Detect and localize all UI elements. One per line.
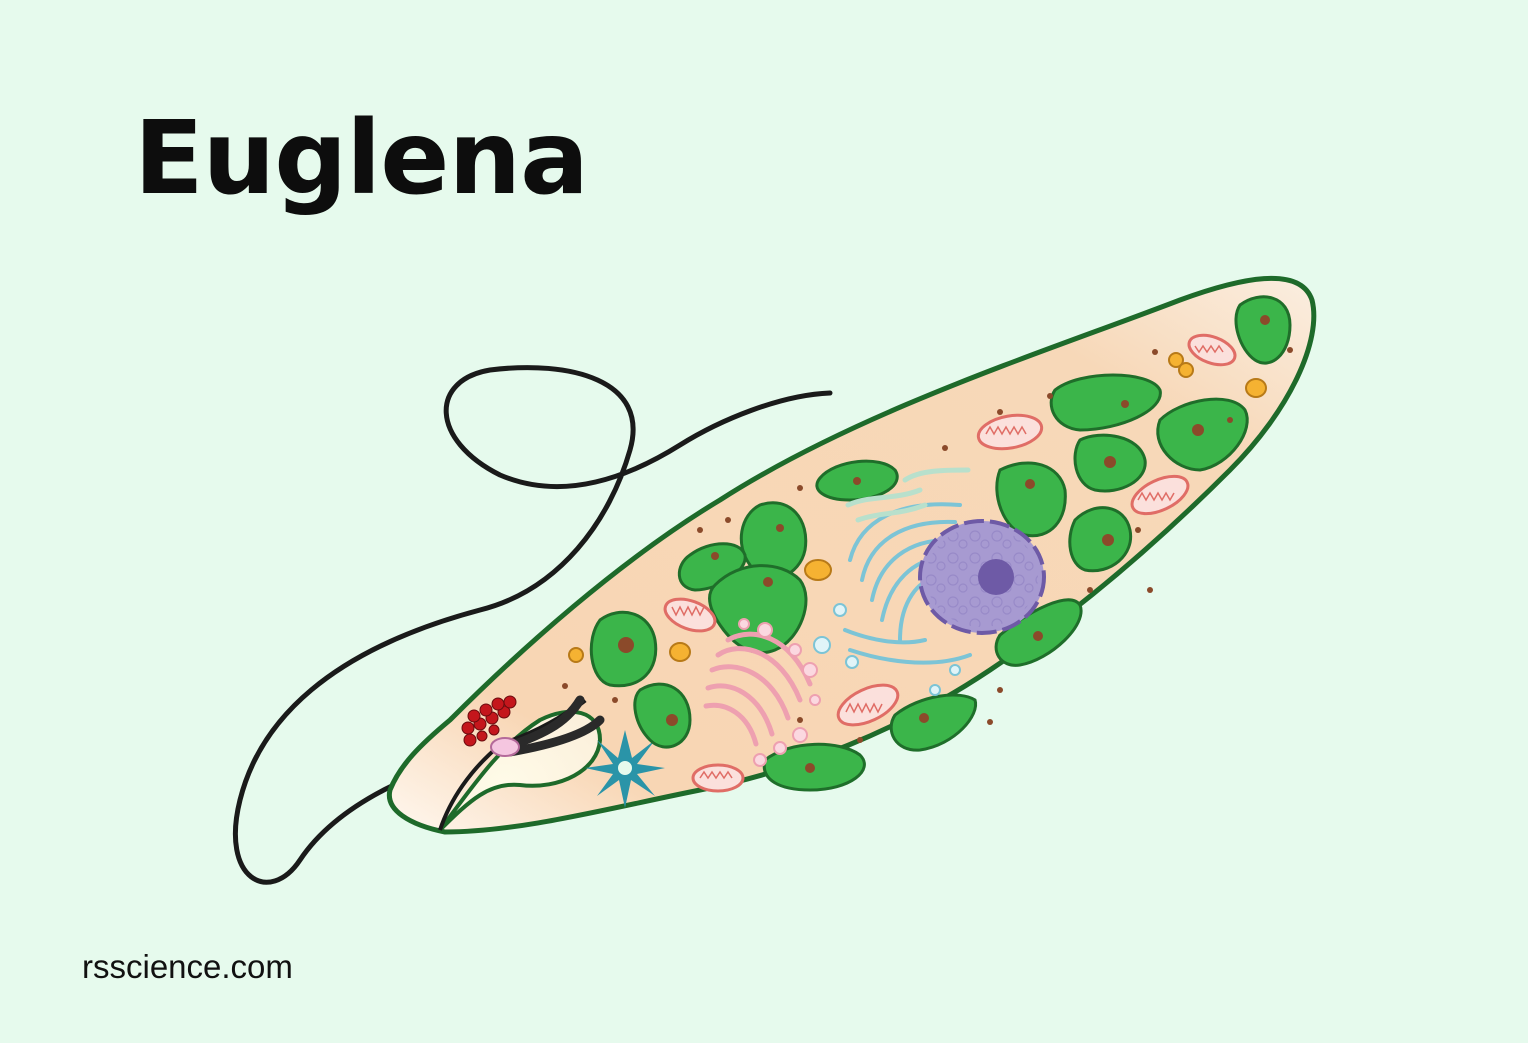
er-vesicles (813, 603, 961, 696)
eyespot-icon (461, 695, 517, 747)
mitochondria-cristae (671, 344, 1224, 780)
pyrenoids (618, 315, 1270, 773)
nucleolus (978, 559, 1014, 595)
site-credit: rsscience.com (82, 948, 293, 985)
basal-body-2 (505, 715, 605, 757)
contractile-vacuole-icon (585, 730, 665, 808)
nucleus-icon (918, 519, 1046, 635)
smooth-er (845, 467, 971, 523)
golgi-vesicles (738, 618, 821, 767)
endoplasmic-reticulum (843, 502, 972, 665)
flagellum (232, 365, 833, 885)
paramylon-granules (568, 352, 1267, 663)
flagellum-continuation (438, 743, 502, 831)
cytoplasm-granules (562, 347, 1293, 743)
diagram-title: Euglena (134, 99, 589, 218)
photoreceptor (490, 737, 520, 757)
